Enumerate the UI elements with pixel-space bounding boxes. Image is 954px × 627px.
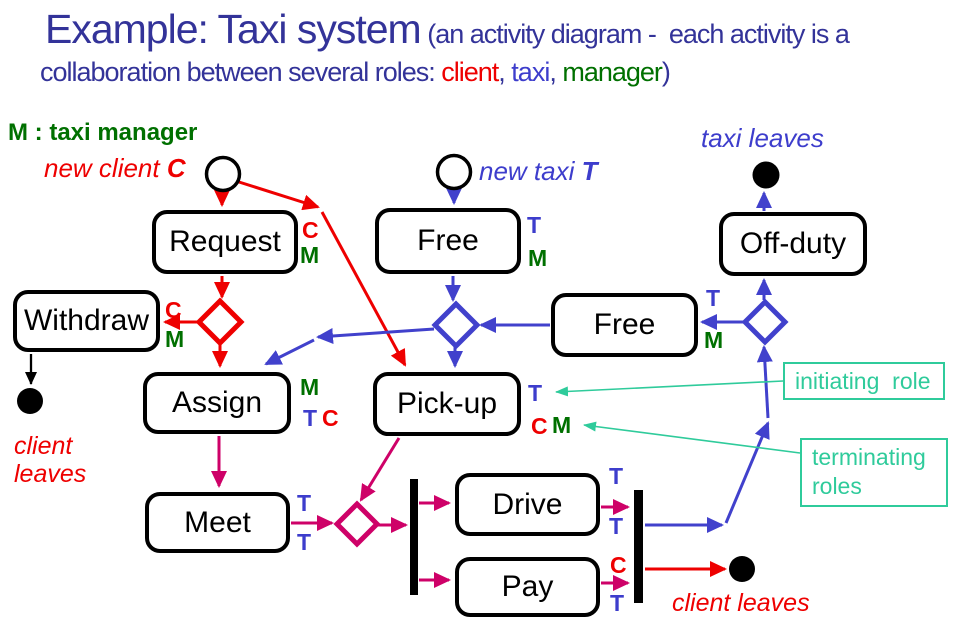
flow-decision-to-assign-elbow <box>316 327 435 344</box>
start-node-taxi <box>435 153 473 191</box>
role-pay-c: C <box>610 552 627 578</box>
role-pickup-c: C <box>531 413 548 439</box>
new-taxi-role: T <box>581 156 598 186</box>
new-client-label: new client C <box>44 153 186 183</box>
activity-drive: Drive <box>455 473 600 536</box>
role-freetop-m: M <box>528 245 548 271</box>
flow-elbow-to-assign <box>264 338 315 366</box>
subtitle-close: ) <box>661 57 671 87</box>
role-freetop-t: T <box>527 212 542 238</box>
activity-assign: Assign <box>143 372 291 434</box>
pointer-terminating-roles <box>583 421 801 454</box>
subtitle-sep2: , <box>549 57 563 87</box>
join-bar <box>634 490 643 603</box>
role-drive-t-top: T <box>609 463 624 489</box>
taxi-leaves-label: taxi leaves <box>701 123 824 153</box>
callout-terminating-line1: terminating <box>812 444 926 470</box>
client-leaves-bottom-label: client leaves <box>672 589 810 617</box>
new-taxi-text: new taxi <box>479 156 575 186</box>
subtitle-manager: manager <box>562 57 663 87</box>
end-node-client-leaves-bottom <box>729 556 755 582</box>
role-withdraw-m: M <box>165 326 185 352</box>
role-request-m: M <box>300 242 320 268</box>
activity-off-duty: Off-duty <box>719 212 867 276</box>
callout-terminating-line2: roles <box>812 472 862 499</box>
activity-meet: Meet <box>145 492 290 553</box>
role-assign-m: M <box>300 374 320 400</box>
subtitle-prefix: collaboration between several roles: <box>40 57 442 87</box>
fork-bar <box>410 479 418 595</box>
new-client-role: C <box>166 153 186 183</box>
manager-legend: M : taxi manager <box>8 119 198 146</box>
new-client-text: new client <box>44 153 160 183</box>
decision-diamond-free <box>431 300 481 350</box>
slide-title: Example: Taxi system (an activity diagra… <box>45 6 935 53</box>
slide-subtitle: collaboration between several roles: cli… <box>40 57 940 88</box>
activity-free-right: Free <box>551 293 698 357</box>
decision-diamond-request <box>195 297 245 347</box>
decision-diamond-offduty <box>741 298 789 346</box>
title-main: Example: Taxi system <box>45 6 422 52</box>
client-leaves-left-line2: leaves <box>14 460 87 488</box>
activity-withdraw: Withdraw <box>13 290 160 352</box>
callout-initiating-role: initiating role <box>783 362 945 400</box>
pointer-initiating-role <box>555 380 784 397</box>
flow-pickup-to-merge <box>359 437 401 502</box>
merge-diamond-meet <box>333 500 381 548</box>
role-withdraw-c: C <box>165 297 182 323</box>
end-node-client-leaves-left <box>17 388 43 414</box>
activity-pay: Pay <box>455 557 600 617</box>
start-node-client <box>204 155 242 193</box>
role-meet-t-bottom: T <box>297 529 312 555</box>
client-leaves-left-line1: client <box>14 432 73 460</box>
new-taxi-label: new taxi T <box>479 156 598 186</box>
flow-join-right-elbow2 <box>724 421 770 524</box>
activity-pick-up: Pick-up <box>373 372 521 436</box>
role-assign-c: C <box>322 405 339 431</box>
flow-newclient-elbow <box>238 180 320 211</box>
flow-newclient-to-pickup <box>320 211 407 367</box>
subtitle-client: client <box>441 57 499 87</box>
title-paren: (an activity diagram - each activity is … <box>427 19 850 49</box>
activity-free-top: Free <box>375 208 521 274</box>
role-request-c: C <box>302 217 319 243</box>
role-drive-t-bottom: T <box>609 513 624 539</box>
role-freeright-t: T <box>706 285 721 311</box>
role-pay-t: T <box>610 590 625 616</box>
end-node-taxi-leaves <box>752 161 780 189</box>
callout-terminating-roles: terminating roles <box>800 438 948 507</box>
subtitle-taxi: taxi <box>511 57 550 87</box>
client-leaves-left-label: client leaves <box>14 432 86 488</box>
activity-request: Request <box>152 210 298 274</box>
role-pickup-m: M <box>552 412 572 438</box>
role-freeright-m: M <box>704 327 724 353</box>
subtitle-sep1: , <box>498 57 512 87</box>
role-pickup-t: T <box>528 380 543 406</box>
role-meet-t-top: T <box>297 490 312 516</box>
role-assign-t: T <box>303 405 318 431</box>
